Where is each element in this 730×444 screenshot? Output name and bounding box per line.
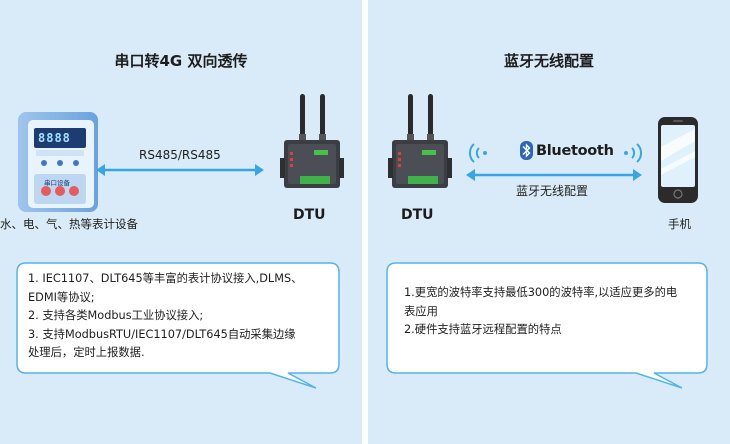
bubble-line: 处理后，定时上报数据. [28,346,145,359]
bluetooth-wordmark: Bluetooth [536,142,614,159]
speech-bubble [16,262,340,389]
meter-label: 水、电、气、热等表计设备 [0,217,138,231]
speech-bubble [386,262,708,389]
electric-meter-icon [18,112,98,212]
right-panel-title: 蓝牙无线配置 [503,52,594,70]
bubble-line: 3. 支持ModbusRTU/IEC1107/DLT645自动采集边缘 [28,327,296,341]
bubble-line: 1.更宽的波特率支持最低300的波特率,以适应更多的电 [404,286,678,299]
meter-caption: 串口设备 [44,179,70,187]
bluetooth-icon [520,141,533,160]
bubble-line: 2.硬件支持蓝牙远程配置的特点 [404,323,562,336]
bidirectional-arrow-icon [466,169,642,181]
dtu-router-icon [280,94,344,188]
left-panel: 串口转4G 双向透传 8888 串口设备 水、电、气、热等表计设备 RS485/… [0,0,362,444]
left-panel-title: 串口转4G 双向透传 [114,52,248,70]
bluetooth-logo: Bluetooth [520,141,614,160]
smartphone-icon [658,117,698,203]
bubble-line: 表应用 [404,304,438,318]
phone-label: 手机 [668,217,691,231]
bidirectional-arrow-icon [96,164,264,176]
rs485-link-label: RS485/RS485 [139,148,221,162]
wifi-wave-icon [624,143,643,163]
bluetooth-link-label: 蓝牙无线配置 [516,184,589,198]
dtu-label: DTU [401,207,434,223]
dtu-label: DTU [293,207,326,223]
bubble-line: EDMI等协议; [28,290,95,304]
bubble-line: 1. IEC1107、DLT645等丰富的表计协议接入,DLMS、 [28,272,303,285]
right-panel: 蓝牙无线配置 DTU Bluetooth [368,0,730,444]
meter-screen-digits: 8888 [38,131,71,145]
bubble-line: 2. 支持各类Modbus工业协议接入; [28,309,204,322]
dtu-router-icon [388,94,452,188]
wifi-wave-icon [468,143,487,163]
